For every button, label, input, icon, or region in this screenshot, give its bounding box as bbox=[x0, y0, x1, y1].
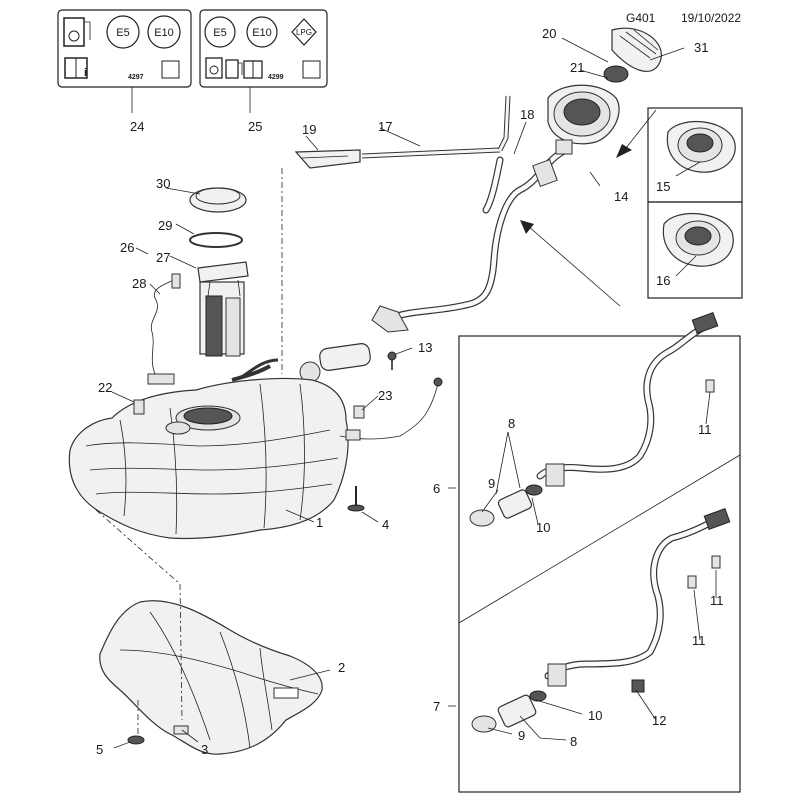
callout-9: 9 bbox=[488, 476, 495, 491]
filler-housing-15 bbox=[666, 120, 736, 173]
fuel-label-25: E5 E10 LPG 4299 bbox=[199, 9, 328, 88]
callout-26: 26 bbox=[120, 240, 134, 255]
filler-neck-clamp bbox=[371, 305, 409, 333]
manual-book-icon bbox=[243, 60, 263, 79]
svg-text:i: i bbox=[84, 67, 87, 79]
fuel-filler-flap bbox=[611, 27, 662, 72]
callout-30: 30 bbox=[156, 176, 170, 191]
sender-wire bbox=[150, 277, 179, 377]
nut bbox=[127, 735, 145, 745]
callout-31: 31 bbox=[694, 40, 708, 55]
callout-2: 2 bbox=[338, 660, 345, 675]
callout-19: 19 bbox=[302, 122, 316, 137]
arrow-icon bbox=[520, 220, 534, 234]
callout-1: 1 bbox=[316, 515, 323, 530]
callout-14: 14 bbox=[614, 189, 628, 204]
label-e5: E5 bbox=[213, 27, 226, 39]
callout-4: 4 bbox=[382, 517, 389, 532]
callout-16: 16 bbox=[656, 273, 670, 288]
variant-box bbox=[458, 335, 741, 793]
callout-22: 22 bbox=[98, 380, 112, 395]
callout-11: 11 bbox=[698, 422, 712, 437]
float bbox=[147, 373, 175, 385]
callout-12: 12 bbox=[652, 713, 666, 728]
diagram-code: G401 bbox=[626, 11, 656, 25]
bolt bbox=[347, 486, 365, 512]
callout-8: 8 bbox=[570, 734, 577, 749]
callout-20: 20 bbox=[542, 26, 556, 41]
callout-15: 15 bbox=[656, 179, 670, 194]
filler-pipe-variant-7 bbox=[471, 508, 731, 733]
label-e5: E5 bbox=[116, 27, 129, 39]
callout-18: 18 bbox=[520, 107, 534, 122]
callout-3: 3 bbox=[201, 742, 208, 757]
arrow-icon bbox=[616, 144, 632, 158]
callout-17: 17 bbox=[378, 119, 392, 134]
callout-25: 25 bbox=[248, 119, 262, 134]
fastener bbox=[133, 399, 145, 415]
callout-13: 13 bbox=[418, 340, 432, 355]
seal bbox=[603, 65, 629, 83]
callout-5: 5 bbox=[96, 742, 103, 757]
vent-valve bbox=[294, 149, 361, 169]
callout-21: 21 bbox=[570, 60, 584, 75]
filler-housing bbox=[547, 84, 620, 145]
label-ref: 4299 bbox=[268, 74, 284, 81]
callout-23: 23 bbox=[378, 388, 392, 403]
fuel-pump-icon bbox=[63, 17, 91, 47]
vent-line bbox=[339, 383, 439, 440]
callout-8: 8 bbox=[508, 416, 515, 431]
callout-28: 28 bbox=[132, 276, 146, 291]
callout-27: 27 bbox=[156, 250, 170, 265]
filler-pipe-variant-6 bbox=[469, 312, 719, 527]
callout-24: 24 bbox=[130, 119, 144, 134]
fuel-pump-module bbox=[189, 187, 249, 357]
label-e10: E10 bbox=[154, 27, 174, 39]
vent-pipe bbox=[361, 95, 511, 159]
manual-book-icon: i bbox=[64, 57, 88, 79]
filler-housing-16 bbox=[662, 212, 734, 267]
fuel-tank bbox=[68, 377, 349, 540]
callout-10: 10 bbox=[588, 708, 602, 723]
label-lpg: LPG bbox=[296, 28, 312, 37]
fastener bbox=[353, 405, 365, 419]
diagram-date: 19/10/2022 bbox=[681, 11, 741, 25]
callout-10: 10 bbox=[536, 520, 550, 535]
heat-shield bbox=[99, 600, 323, 755]
filler-pipe bbox=[388, 139, 573, 322]
variant-box-16 bbox=[647, 201, 743, 299]
callout-29: 29 bbox=[158, 218, 172, 233]
callout-7: 7 bbox=[433, 699, 440, 714]
fuel-pump-icon bbox=[225, 59, 243, 79]
fuel-label-24: i E5 E10 4297 bbox=[57, 9, 192, 88]
label-e10: E10 bbox=[252, 27, 272, 39]
callout-11: 11 bbox=[692, 633, 706, 648]
fuel-pump-icon bbox=[205, 57, 223, 79]
charcoal-canister bbox=[299, 343, 371, 383]
callout-9: 9 bbox=[518, 728, 525, 743]
callout-11: 11 bbox=[710, 593, 724, 608]
callout-6: 6 bbox=[433, 481, 440, 496]
label-ref: 4297 bbox=[128, 74, 144, 81]
clip bbox=[173, 725, 189, 735]
callout-labels: 1 2 3 4 5 6 7 8 8 9 9 10 10 11 11 11 12 … bbox=[96, 26, 724, 757]
